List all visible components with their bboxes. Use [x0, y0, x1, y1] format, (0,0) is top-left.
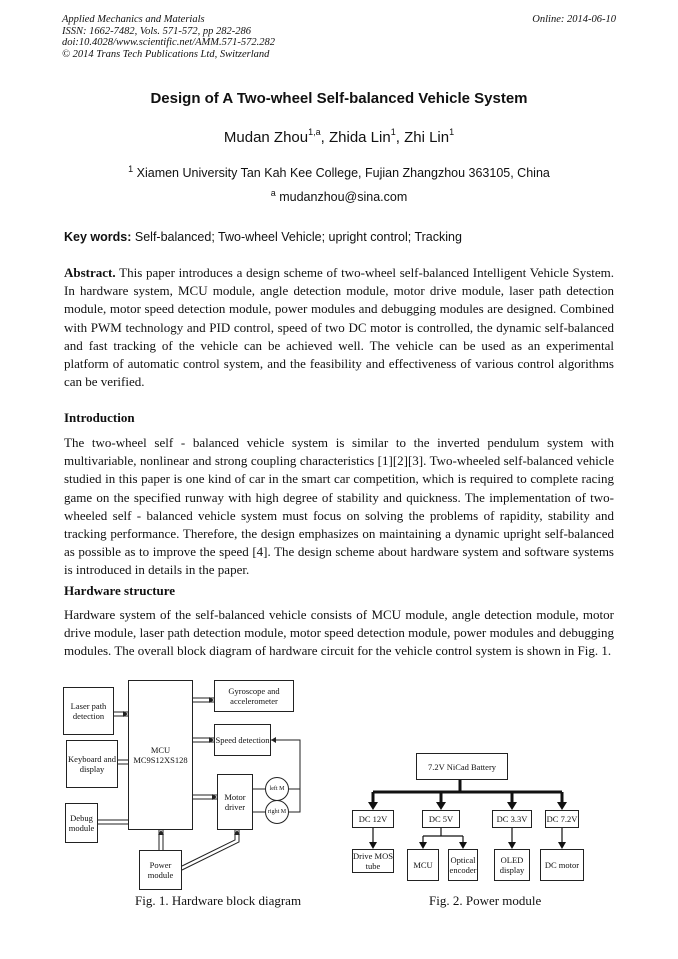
keywords-label: Key words: — [64, 230, 132, 244]
section-heading-hardware: Hardware structure — [64, 583, 176, 598]
issn-line: ISSN: 1662-7482, Vols. 571-572, pp 282-2… — [62, 25, 251, 37]
fig2-dc33-box: DC 3.3V — [492, 810, 532, 828]
paper-title: Design of A Two-wheel Self-balanced Vehi… — [150, 90, 528, 107]
journal-name: Applied Mechanics and Materials — [62, 14, 205, 25]
abstract-label: Abstract. — [64, 265, 116, 280]
fig2-mos-box: Drive MOS tube — [352, 849, 394, 873]
abstract: Abstract. This paper introduces a design… — [64, 264, 614, 391]
fig2-mcu-box: MCU — [407, 849, 439, 881]
author-name: Zhida Lin — [328, 129, 391, 146]
fig1-motor-driver-box: Motor driver — [217, 774, 253, 830]
abstract-text: This paper introduces a design scheme of… — [64, 265, 615, 390]
author-name: Mudan Zhou — [223, 129, 309, 146]
fig1-laser-box: Laser path detection — [63, 687, 114, 735]
fig1-power-box: Power module — [139, 850, 182, 890]
author-name: Zhi Lin — [404, 129, 450, 146]
keywords-text: Self-balanced; Two-wheel Vehicle; uprigh… — [134, 230, 462, 244]
fig1-speed-box: Speed detection — [214, 724, 271, 756]
fig2-optical-encoder-box: Optical encoder — [448, 849, 478, 881]
fig2-caption: Fig. 2. Power module — [429, 893, 542, 908]
fig1-left-motor: left M — [265, 777, 289, 801]
affiliation: 1 Xiamen University Tan Kah Kee College,… — [128, 164, 550, 180]
hardware-text: Hardware system of the self-balanced veh… — [64, 607, 614, 659]
fig1-keyboard-box: Keyboard and display — [66, 740, 118, 788]
author-list: Mudan Zhou1,a, Zhida Lin1, Zhi Lin1 — [223, 127, 455, 146]
fig2-dc-motor-box: DC motor — [540, 849, 584, 881]
keywords: Key words: Self-balanced; Two-wheel Vehi… — [64, 230, 462, 244]
fig2-oled-box: OLED display — [494, 849, 530, 881]
fig1-right-motor: right M — [265, 800, 289, 824]
fig2-dc12-box: DC 12V — [352, 810, 394, 828]
fig2-dc5-box: DC 5V — [422, 810, 460, 828]
fig1-mcu-title: MCU — [150, 745, 171, 755]
fig1-mcu-box: MCU MC9S12XS128 — [128, 680, 193, 830]
section-heading-introduction: Introduction — [64, 410, 135, 425]
introduction-text: The two-wheel self - balanced vehicle sy… — [64, 435, 614, 578]
journal-header: Applied Mechanics and Materials ISSN: 16… — [62, 14, 275, 60]
online-date: Online: 2014-06-10 — [532, 14, 616, 25]
fig1-caption: Fig. 1. Hardware block diagram — [135, 893, 302, 908]
fig1-gyro-box: Gyroscope and accelerometer — [214, 680, 294, 712]
author-email: a mudanzhou@sina.com — [270, 188, 408, 204]
fig2-battery-box: 7.2V NiCad Battery — [416, 753, 508, 780]
fig2-dc72-box: DC 7.2V — [545, 810, 579, 828]
copyright-line: © 2014 Trans Tech Publications Ltd, Swit… — [62, 48, 270, 60]
fig1-mcu-model: MC9S12XS128 — [133, 755, 188, 765]
fig1-debug-box: Debug module — [65, 803, 98, 843]
doi-line: doi:10.4028/www.scientific.net/AMM.571-5… — [62, 37, 275, 48]
